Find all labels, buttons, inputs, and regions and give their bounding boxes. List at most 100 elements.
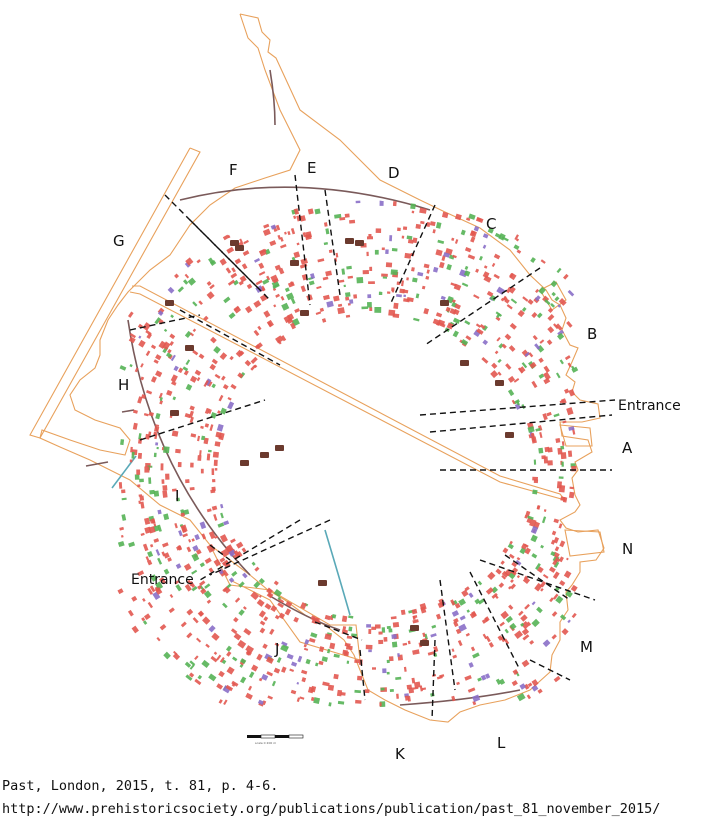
house-plot: [262, 643, 268, 650]
house-plot: [404, 252, 412, 259]
house-plot: [211, 505, 218, 511]
house-plot: [210, 336, 217, 344]
house-plot: [280, 645, 289, 653]
house-plot: [145, 350, 151, 357]
house-plot: [527, 682, 533, 687]
house-plot: [191, 585, 198, 592]
large-dwelling: [165, 300, 174, 306]
house-plot: [182, 366, 189, 372]
house-plot: [315, 662, 319, 667]
house-plot: [426, 221, 431, 227]
house-plot: [228, 577, 235, 583]
house-plot: [378, 639, 384, 645]
house-plot: [155, 424, 160, 427]
house-plot: [453, 308, 460, 316]
house-plot: [501, 574, 507, 580]
house-plot: [230, 538, 236, 544]
house-plot: [310, 696, 315, 702]
house-plot: [446, 263, 452, 271]
house-plot: [186, 608, 194, 616]
house-plot: [218, 394, 224, 402]
house-plot: [337, 700, 345, 705]
house-plot: [189, 375, 198, 383]
house-plot: [318, 646, 325, 653]
house-plot: [402, 289, 409, 294]
house-plot: [263, 310, 271, 318]
house-plot: [334, 213, 342, 219]
house-plot: [275, 293, 280, 298]
house-plot: [539, 339, 545, 344]
sector-divider-line: [424, 267, 541, 346]
northern-track-line: [269, 69, 276, 126]
house-plot: [177, 367, 184, 374]
house-plot: [491, 262, 496, 268]
house-plot: [415, 223, 422, 229]
house-plot: [527, 426, 535, 433]
house-plot: [538, 447, 544, 454]
house-plot: [227, 279, 236, 286]
house-plot: [290, 689, 297, 695]
house-plot: [173, 365, 179, 372]
house-plot: [380, 687, 385, 691]
house-plot: [464, 265, 469, 270]
house-plot: [389, 688, 394, 693]
house-plot: [278, 612, 286, 620]
house-plot: [250, 356, 258, 364]
sector-dividers: [129, 174, 616, 721]
house-plot: [158, 340, 167, 350]
house-plot: [196, 637, 202, 643]
stream-line: [324, 529, 351, 616]
house-plot: [559, 580, 566, 587]
house-plot: [185, 674, 193, 681]
sector-divider-line: [189, 219, 261, 291]
house-plot: [401, 280, 404, 287]
house-plot: [503, 296, 508, 302]
large-dwelling: [170, 410, 179, 416]
house-plot: [553, 561, 560, 568]
house-plot: [244, 359, 252, 367]
house-plot: [293, 215, 297, 219]
house-plot: [299, 696, 305, 700]
house-plot: [520, 614, 528, 622]
house-plot: [251, 664, 259, 672]
house-plot: [467, 687, 476, 693]
house-plot: [482, 244, 487, 249]
house-plot: [207, 408, 212, 414]
house-plot: [272, 283, 280, 289]
stream-line: [111, 455, 137, 489]
house-plot: [510, 579, 514, 583]
house-plot: [567, 289, 575, 297]
short-ditch-segment: [121, 409, 135, 413]
house-plot: [340, 692, 346, 696]
house-plot: [477, 598, 486, 605]
house-plot: [558, 476, 564, 479]
house-plot: [544, 299, 551, 306]
house-plot: [155, 442, 159, 446]
house-plot: [214, 373, 221, 379]
house-plot: [140, 501, 145, 509]
house-plot: [237, 550, 243, 557]
house-plot: [537, 688, 543, 694]
house-plot: [561, 461, 564, 467]
large-dwelling: [300, 310, 309, 316]
house-plot: [511, 561, 518, 568]
house-plot: [548, 566, 556, 573]
house-plot: [171, 380, 177, 386]
house-plot: [538, 373, 545, 379]
house-plot: [333, 673, 339, 680]
house-plot: [142, 620, 148, 625]
house-plot: [183, 279, 189, 285]
house-plot: [413, 317, 420, 322]
house-plot: [189, 416, 194, 424]
house-plot: [531, 380, 538, 389]
house-plot: [310, 685, 317, 693]
house-plot: [154, 586, 163, 595]
house-plot: [531, 437, 536, 443]
house-plot: [497, 358, 502, 364]
house-plot: [150, 376, 157, 383]
house-plot: [297, 655, 303, 663]
house-plot: [143, 613, 151, 621]
house-plot: [158, 392, 163, 399]
house-plot: [385, 262, 393, 268]
house-plot: [446, 322, 454, 330]
